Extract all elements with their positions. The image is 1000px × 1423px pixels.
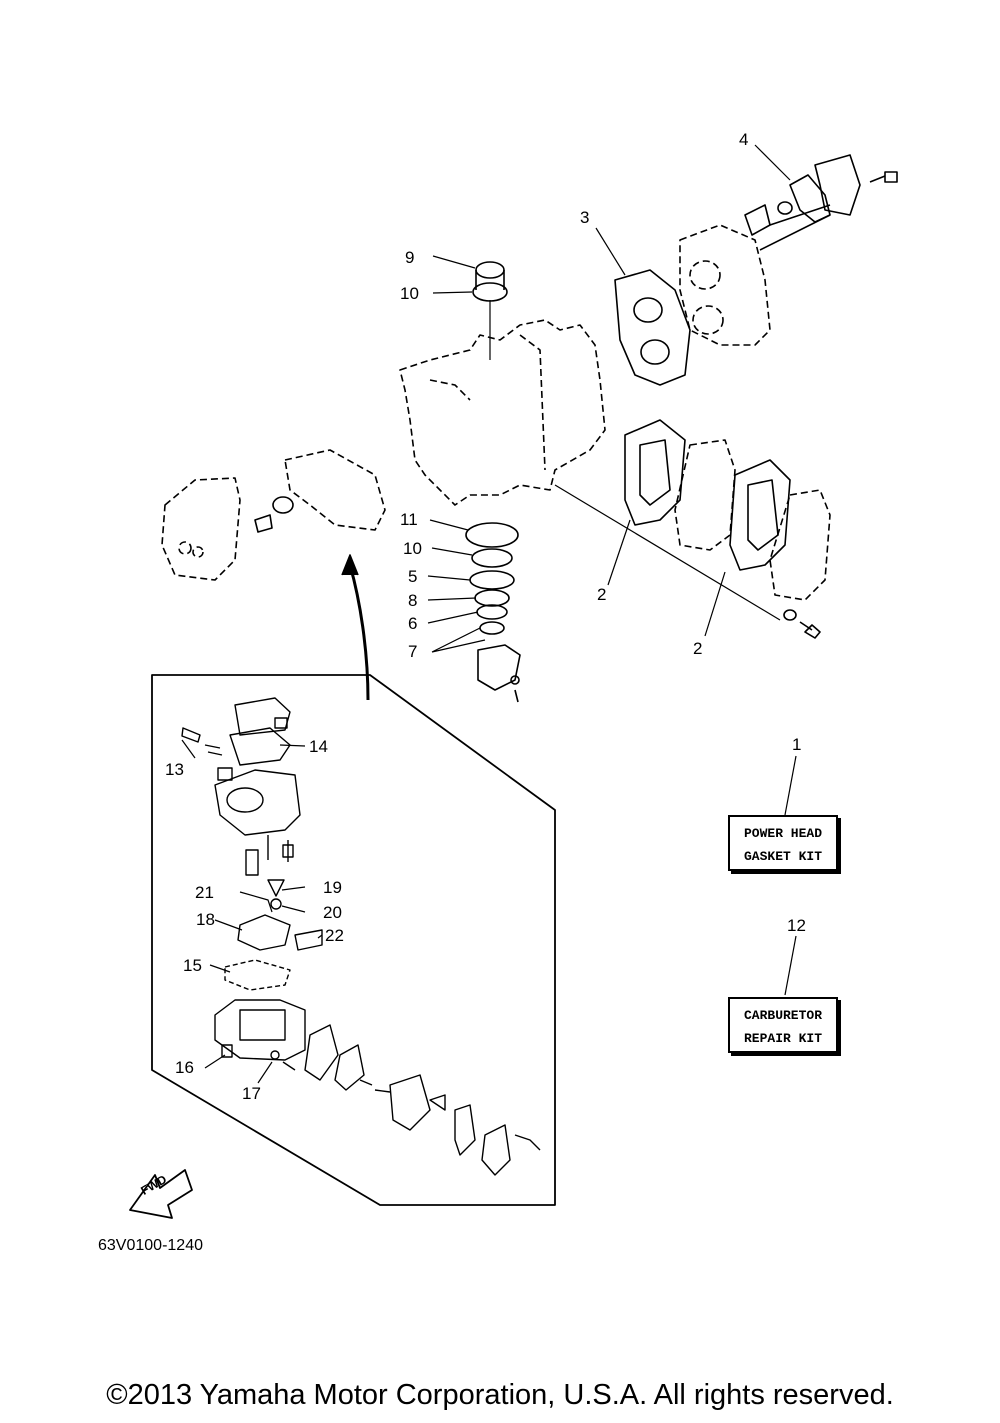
reed-plate-a [674, 439, 736, 551]
callout-2: 2 [693, 639, 703, 658]
callout-2: 2 [597, 585, 607, 604]
silencer-cover [161, 477, 241, 581]
callout-16: 16 [175, 1058, 194, 1077]
callout-15: 15 [183, 956, 202, 975]
head-gasket [614, 269, 691, 386]
callout-7: 7 [408, 642, 418, 661]
callout-12: 12 [787, 916, 806, 935]
carburetor-repair-kit-box: CARBURETOR REPAIR KIT [728, 997, 838, 1053]
kit-label-line: REPAIR KIT [743, 1031, 822, 1046]
callout-18: 18 [196, 910, 215, 929]
intake-gasket-a [624, 419, 686, 526]
callout-20: 20 [323, 903, 342, 922]
fwd-arrow [129, 1169, 193, 1219]
carburetor-boundary [151, 674, 556, 1206]
callout-10: 10 [403, 539, 422, 558]
power-head-block [399, 319, 606, 506]
callout-14: 14 [309, 737, 328, 756]
silencer-body [284, 449, 386, 531]
callout-22: 22 [325, 926, 344, 945]
callout-11: 11 [400, 510, 418, 529]
callout-19: 19 [323, 878, 342, 897]
callout-10: 10 [400, 284, 419, 303]
carburetor-parts [181, 697, 541, 1176]
cylinder-head-cover [679, 224, 771, 346]
callout-9: 9 [405, 248, 415, 267]
callout-13: 13 [165, 760, 184, 779]
leader-lines [181, 144, 797, 1084]
copyright-notice: ©2013 Yamaha Motor Corporation, U.S.A. A… [106, 1379, 894, 1411]
callout-17: 17 [242, 1084, 261, 1103]
kit-label-line: GASKET KIT [743, 849, 822, 864]
callout-1: 1 [792, 735, 802, 754]
callout-6: 6 [408, 614, 418, 633]
callout-3: 3 [580, 208, 590, 227]
intake-gasket-b [729, 459, 791, 571]
power-head-gasket-kit-box: POWER HEAD GASKET KIT [728, 815, 838, 871]
thermostat-cover [744, 154, 898, 251]
crank-top-seal [472, 261, 508, 360]
diagram-code: 63V0100-1240 [98, 1237, 203, 1254]
callout-5: 5 [408, 567, 418, 586]
kit-label-line: CARBURETOR [743, 1008, 822, 1023]
reed-plate-b [769, 489, 831, 601]
callout-4: 4 [739, 130, 749, 149]
kit-label-line: POWER HEAD [743, 826, 822, 841]
callout-8: 8 [408, 591, 418, 610]
callout-21: 21 [195, 883, 214, 902]
